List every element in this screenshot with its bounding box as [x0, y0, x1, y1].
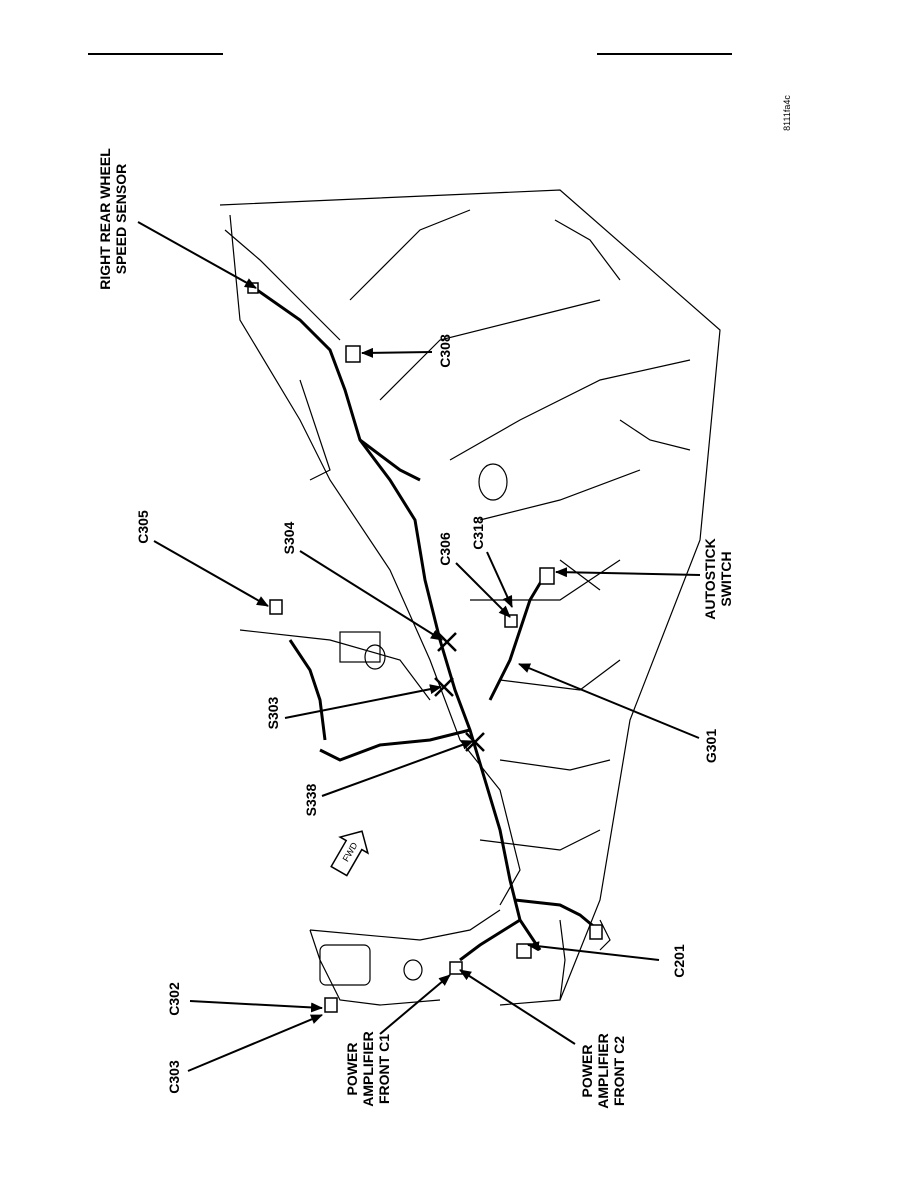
label-autostick-switch: AUTOSTICK SWITCH: [702, 538, 734, 620]
label-s304: S304: [281, 521, 297, 555]
arrow-c305: [153, 540, 269, 607]
label-power-amplifier-front-c1: POWER AMPLIFIER FRONT C1: [344, 1031, 392, 1107]
arrow-g301: [518, 663, 700, 739]
label-c318: C318: [470, 516, 486, 550]
header-rule-left: [88, 53, 223, 55]
arrow-power-amplifier-front-c1: [379, 974, 451, 1035]
connectors: [247, 282, 603, 1013]
arrow-c306: [455, 562, 511, 618]
label-c305: C305: [135, 510, 151, 544]
arrow-c303: [187, 1014, 323, 1072]
label-right-rear-wheel-speed-sensor: RIGHT REAR WHEEL SPEED SENSOR: [97, 148, 129, 290]
arrow-s303: [284, 684, 442, 719]
arrow-c302: [189, 1000, 323, 1013]
arrow-c318: [486, 551, 513, 608]
label-c302: C302: [166, 982, 182, 1016]
fwd-arrow-icon: [330, 830, 370, 877]
arrow-power-amplifier-front-c2: [459, 969, 576, 1045]
label-s338: S338: [303, 783, 319, 817]
arrow-c201: [527, 941, 660, 961]
leader-arrows: [137, 221, 701, 1072]
label-s303: S303: [265, 696, 281, 730]
label-g301: G301: [703, 728, 719, 764]
arrow-autostick-switch: [555, 567, 701, 578]
arrow-s338: [321, 740, 474, 797]
label-power-amplifier-front-c2: POWER AMPLIFIER FRONT C2: [579, 1033, 627, 1109]
arrow-right-rear-wheel-speed-sensor: [137, 221, 257, 289]
header-rule-right: [597, 53, 732, 55]
wiring-harness: [249, 283, 599, 962]
label-c201: C201: [671, 944, 687, 978]
label-c308: C308: [437, 334, 453, 368]
arrow-s304: [299, 550, 443, 641]
label-c303: C303: [166, 1060, 182, 1094]
arrow-c308: [361, 347, 433, 358]
vehicle-floor-pan: [219, 189, 721, 1006]
label-c306: C306: [437, 532, 453, 566]
